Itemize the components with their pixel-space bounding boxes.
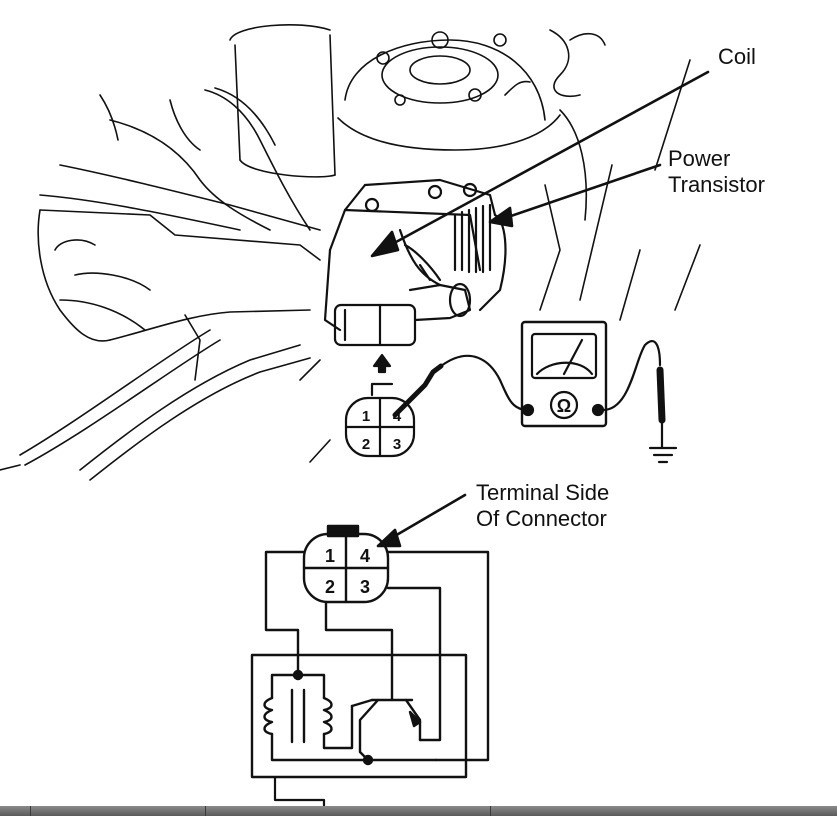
probe-negative xyxy=(656,366,666,424)
strip-divider xyxy=(30,806,31,816)
ohm-symbol: Ω xyxy=(557,396,571,416)
upper-connector: 1 4 2 3 xyxy=(344,353,416,458)
upper-pin-3: 3 xyxy=(393,436,401,453)
probe-positive xyxy=(392,363,444,418)
terminal-leader-line xyxy=(386,493,467,542)
terminal-side-label-line2: Of Connector xyxy=(476,506,607,531)
coil-leader-line xyxy=(383,70,710,250)
terminal-side-label-line1: Terminal Side xyxy=(476,480,610,505)
transistor-arrowhead xyxy=(488,206,514,228)
coil-arrowhead xyxy=(370,230,400,258)
lower-pin-3: 3 xyxy=(360,577,370,597)
strip-divider xyxy=(205,806,206,816)
meter-right-jack xyxy=(591,403,605,417)
upper-pin-1: 1 xyxy=(362,408,370,425)
upper-pin-2: 2 xyxy=(362,436,370,453)
lower-pin-1: 1 xyxy=(325,546,335,566)
coil-assembly xyxy=(323,178,507,347)
ohmmeter: Ω xyxy=(392,320,678,464)
engine-bay-sketch xyxy=(0,24,701,481)
terminal-side-label: Terminal Side Of Connector xyxy=(476,480,609,532)
transistor-leader-line xyxy=(503,163,662,220)
schematic-wiring xyxy=(250,550,490,779)
coil-windings xyxy=(263,673,370,762)
power-transistor-label-line1: Power xyxy=(668,146,731,171)
upper-arrow-icon xyxy=(372,353,392,374)
bottom-scroll-strip xyxy=(0,806,837,816)
terminal-arrowhead xyxy=(376,528,402,548)
meter-left-jack xyxy=(521,403,535,417)
transistor-symbol xyxy=(350,698,438,762)
power-transistor-label-line2: Transistor xyxy=(668,172,765,197)
coil-label-text: Coil xyxy=(718,44,756,69)
coil-label: Coil xyxy=(718,44,756,70)
upper-pin-4: 4 xyxy=(393,408,402,425)
lower-connector: 1 4 2 3 xyxy=(302,524,390,604)
power-transistor-label: Power Transistor xyxy=(668,146,765,198)
lower-pin-4: 4 xyxy=(360,546,370,566)
ground-icon xyxy=(648,446,678,464)
lower-pin-2: 2 xyxy=(325,577,335,597)
strip-divider xyxy=(490,806,491,816)
leader-arrows xyxy=(370,70,710,548)
